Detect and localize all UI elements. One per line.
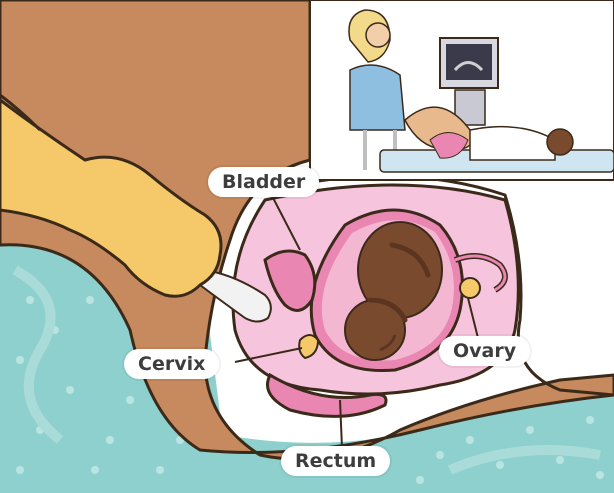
label-bladder: Bladder (208, 167, 319, 197)
label-cervix: Cervix (124, 349, 219, 379)
label-ovary: Ovary (439, 336, 530, 366)
label-rectum: Rectum (281, 446, 390, 476)
scene-inset (310, 0, 614, 180)
